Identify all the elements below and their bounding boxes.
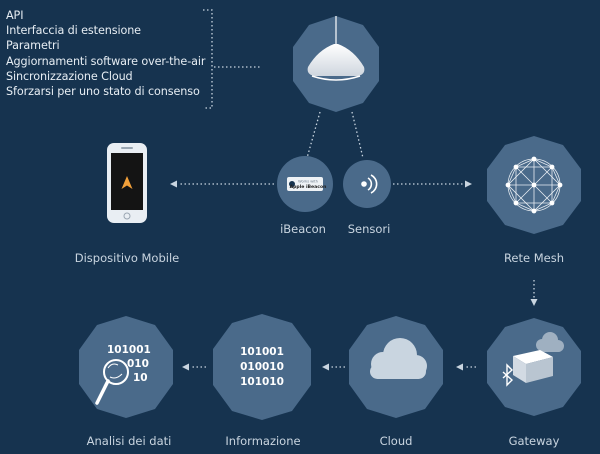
label-information: Informazione bbox=[225, 434, 301, 448]
feature-extension-interface: Interfaccia di estensione bbox=[6, 24, 141, 38]
cloud-node bbox=[349, 316, 443, 418]
label-data-analysis: Analisi dei dati bbox=[86, 434, 172, 448]
label-ibeacon: iBeacon bbox=[280, 222, 326, 236]
label-mesh-network: Rete Mesh bbox=[503, 251, 565, 265]
label-cloud: Cloud bbox=[379, 434, 413, 448]
label-gateway: Gateway bbox=[508, 434, 560, 448]
binary-line: 010 bbox=[127, 358, 149, 370]
feature-bracket bbox=[203, 9, 262, 109]
mobile-device-icon bbox=[107, 143, 147, 223]
arrowheads bbox=[170, 180, 538, 371]
feature-api: API bbox=[6, 9, 24, 22]
lamp-icon bbox=[307, 44, 365, 81]
binary-line: 101001 bbox=[240, 346, 284, 358]
binary-line: 101010 bbox=[240, 376, 284, 388]
arrow-to-mobile bbox=[170, 180, 177, 188]
connectors bbox=[178, 111, 535, 368]
mesh-node bbox=[487, 136, 581, 234]
binary-line: 101001 bbox=[107, 344, 151, 356]
arrow-to-cloud bbox=[456, 363, 463, 371]
feature-parameters: Parametri bbox=[6, 39, 60, 53]
gateway-box-icon bbox=[513, 350, 553, 383]
magnifier-icon bbox=[95, 359, 129, 405]
cloud-icon bbox=[370, 338, 427, 379]
gateway-cloud-icon bbox=[536, 332, 564, 352]
label-sensors: Sensori bbox=[347, 222, 391, 236]
ibeacon-badge-top: Works with bbox=[298, 180, 318, 184]
information-binary: 101001 010010 101010 bbox=[240, 346, 284, 388]
feature-list: API Interfaccia di estensione Parametri … bbox=[6, 8, 206, 99]
arrow-to-analysis bbox=[182, 363, 189, 371]
sensor-node bbox=[343, 160, 391, 208]
analysis-node: 101001 010 10 bbox=[79, 316, 173, 418]
apple-icon bbox=[289, 181, 295, 187]
feature-cloud-sync: Sincronizzazione Cloud bbox=[6, 69, 133, 83]
binary-line: 10 bbox=[133, 372, 148, 384]
arrow-to-information bbox=[322, 363, 329, 371]
ibeacon-badge bbox=[287, 177, 323, 191]
binary-line: 010010 bbox=[240, 361, 284, 373]
ibeacon-badge-bottom: Apple iBeacon bbox=[290, 184, 327, 190]
feature-consensus: Sforzarsi per uno stato di consenso bbox=[6, 85, 200, 99]
information-node: 101001 010010 101010 bbox=[213, 314, 311, 420]
sensor-icon bbox=[361, 174, 378, 194]
gateway-node bbox=[487, 318, 581, 416]
feature-ota-updates: Aggiornamenti software over-the-air bbox=[6, 54, 206, 68]
navigation-arrow-icon bbox=[121, 176, 133, 189]
bluetooth-icon bbox=[502, 363, 514, 387]
arrow-to-mesh bbox=[465, 180, 472, 188]
label-mobile-device: Dispositivo Mobile bbox=[74, 251, 180, 265]
analysis-binary: 101001 010 10 bbox=[107, 344, 151, 384]
lamp-node bbox=[293, 16, 379, 112]
arrow-to-gateway bbox=[530, 299, 538, 306]
ibeacon-node: Works with Apple iBeacon bbox=[277, 156, 333, 212]
